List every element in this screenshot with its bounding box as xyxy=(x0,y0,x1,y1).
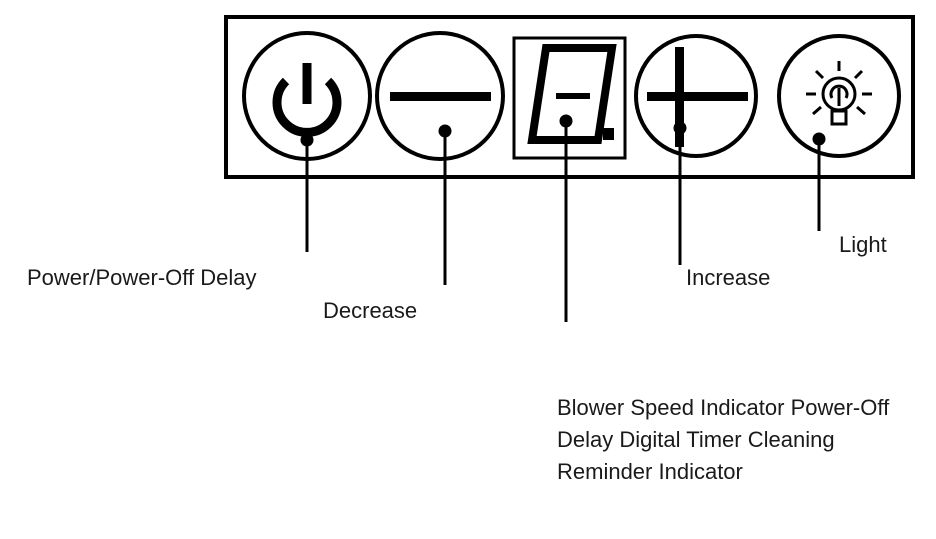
light-button[interactable] xyxy=(777,34,901,158)
callout-leaders xyxy=(300,114,826,322)
plus-icon xyxy=(647,47,748,147)
minus-icon xyxy=(390,92,491,101)
decrease-button[interactable] xyxy=(375,31,505,161)
power-button[interactable] xyxy=(242,31,372,161)
increase-button[interactable] xyxy=(634,34,758,158)
light-bulb-icon xyxy=(806,61,872,126)
increase-label: Increase xyxy=(686,265,771,290)
seven-segment-display-icon xyxy=(527,44,617,144)
power-label: Power/Power-Off Delay xyxy=(27,265,257,290)
seven-segment-display xyxy=(512,36,627,160)
light-label: Light xyxy=(839,232,887,257)
power-icon xyxy=(272,63,342,137)
decrease-label: Decrease xyxy=(323,298,418,323)
display-label: Blower Speed Indicator Power-Off Delay D… xyxy=(557,395,890,484)
